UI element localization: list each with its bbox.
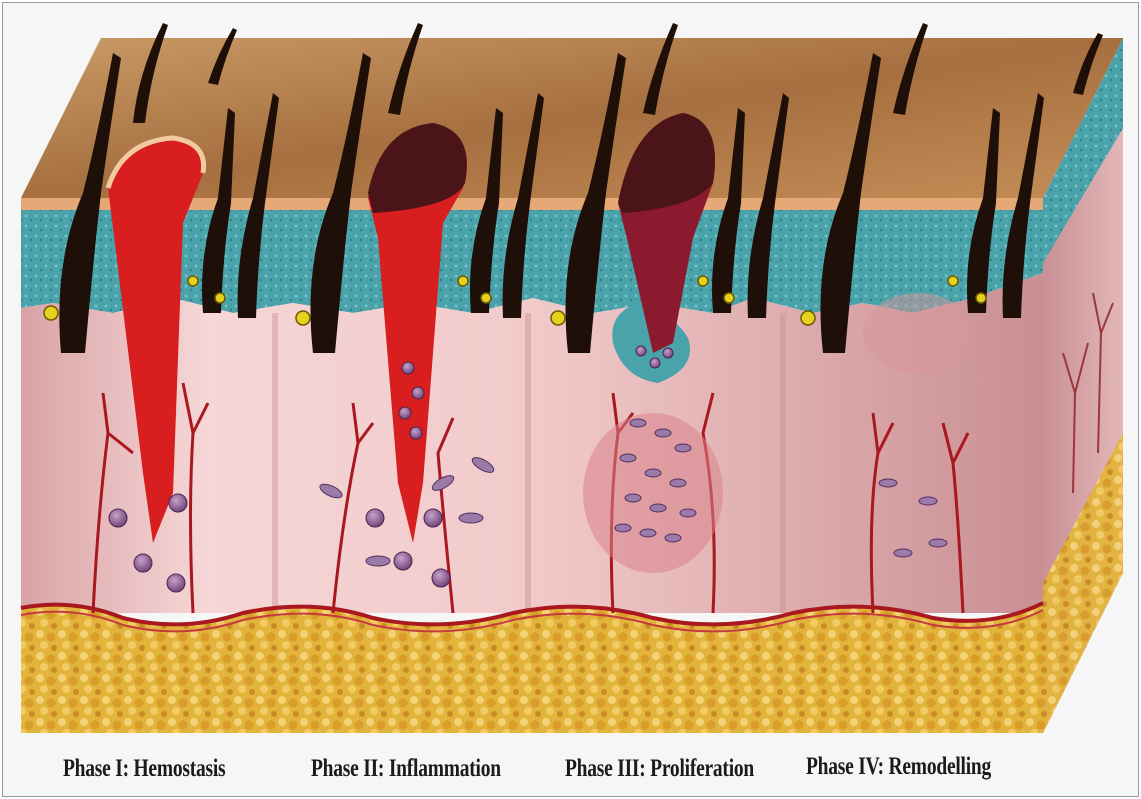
skin-wound-healing-illustration — [13, 13, 1133, 748]
phase-3-caption: Phase III: Proliferation — [565, 755, 754, 783]
phase-1-caption: Phase I: Hemostasis — [63, 755, 225, 783]
phase4-scar — [863, 293, 973, 373]
phase-4-caption: Phase IV: Remodelling — [806, 753, 991, 781]
phase-2-caption: Phase II: Inflammation — [311, 755, 501, 783]
